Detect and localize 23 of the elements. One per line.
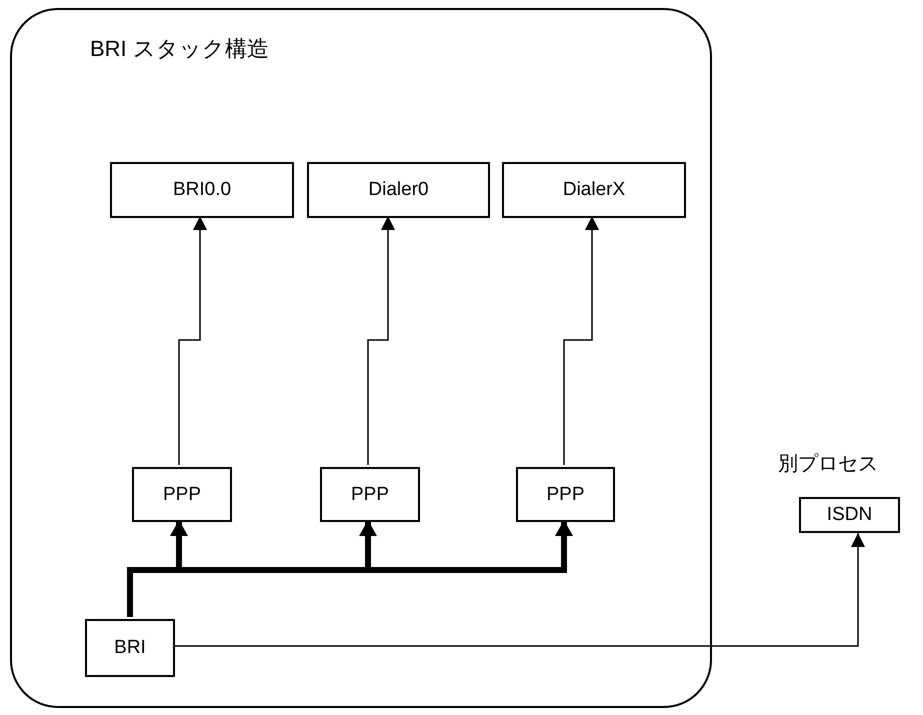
process-box bbox=[85, 619, 175, 677]
process-box bbox=[110, 162, 294, 218]
process-box bbox=[516, 467, 615, 522]
box-label: DialerX bbox=[562, 178, 626, 202]
box-label: BRI bbox=[113, 636, 147, 660]
group-title: BRI スタック構造 bbox=[90, 35, 269, 63]
box-label: PPP bbox=[350, 482, 390, 506]
process-box bbox=[307, 162, 490, 218]
group-container bbox=[10, 8, 712, 708]
box-label: PPP bbox=[162, 482, 202, 506]
process-box bbox=[502, 162, 686, 218]
box-label: ISDN bbox=[826, 503, 874, 527]
arrow bbox=[178, 216, 207, 465]
process-box bbox=[320, 467, 420, 522]
arrow bbox=[173, 533, 865, 647]
box-label: PPP bbox=[545, 482, 586, 506]
process-box bbox=[799, 497, 900, 533]
box-label: Dialer0 bbox=[367, 178, 430, 202]
node-caption: 別プロセス bbox=[778, 452, 878, 477]
box-label: BRI0.0 bbox=[172, 178, 232, 202]
arrow bbox=[367, 216, 395, 465]
arrow bbox=[563, 216, 599, 465]
process-box bbox=[132, 467, 232, 522]
